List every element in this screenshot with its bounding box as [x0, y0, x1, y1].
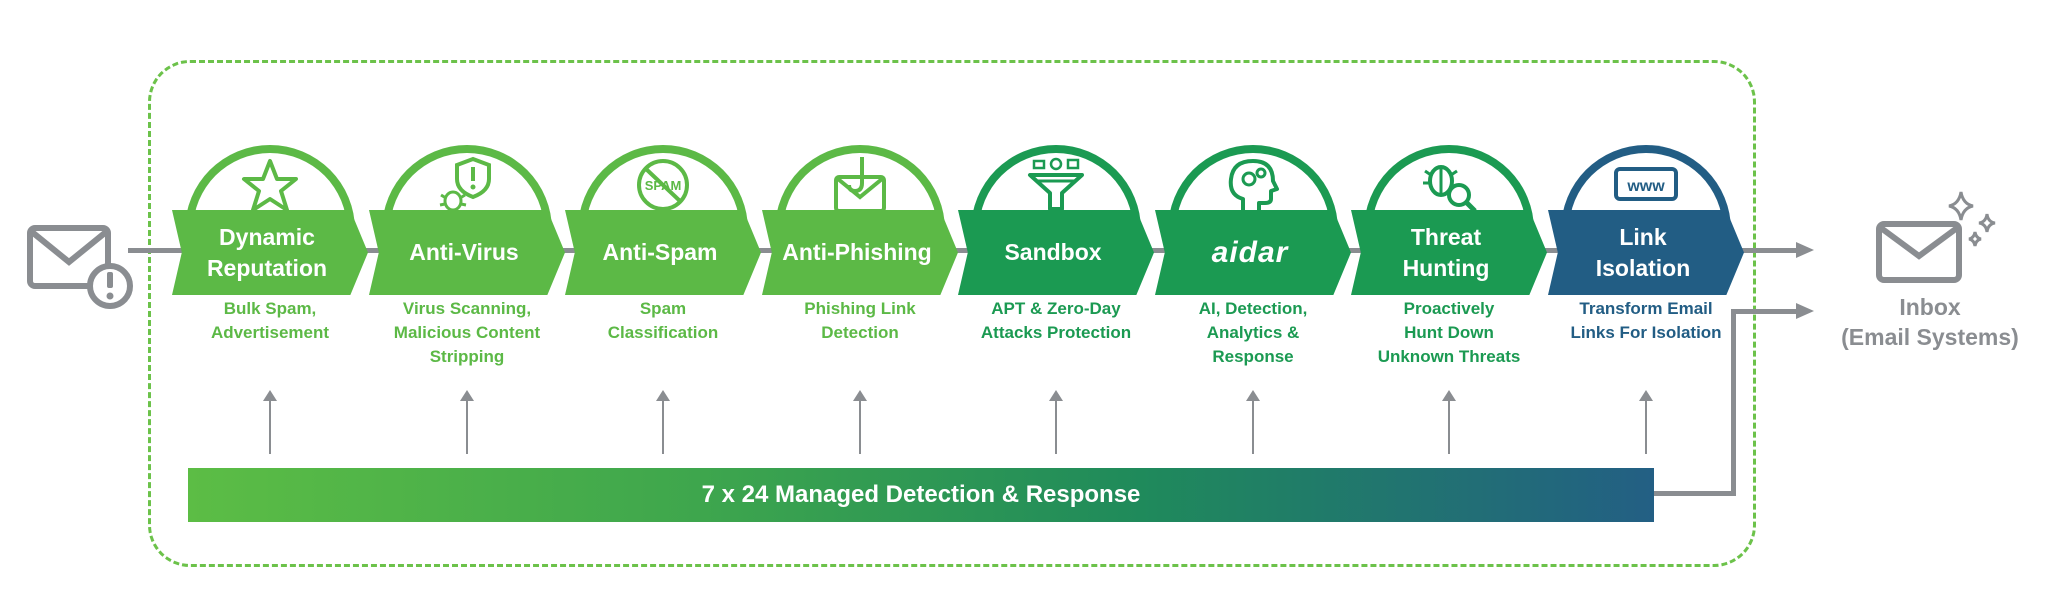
mdr-connector-arrowhead: [1796, 303, 1814, 319]
spam-stamp-icon: SPAM: [631, 155, 695, 215]
svg-text:SPAM: SPAM: [645, 178, 682, 193]
stage-name: Dynamic Reputation: [206, 223, 328, 281]
stage-chevron: Anti-Phishing: [762, 210, 958, 295]
stage-description: Virus Scanning, Malicious Content Stripp…: [393, 299, 541, 366]
stage-name: Sandbox: [1004, 239, 1102, 265]
stage-chevron: Dynamic Reputation: [172, 210, 368, 295]
inbox-mail-sparkle-icon: [1875, 188, 2005, 288]
mdr-feed-arrow: [460, 390, 474, 454]
stage-6: Threat Hunting: [1351, 145, 1547, 295]
phishing-hook-mail-icon: [828, 155, 892, 215]
stage-name: Anti-Virus: [409, 239, 519, 265]
svg-text:www: www: [1626, 178, 1665, 195]
stage-chevron: Link Isolation: [1548, 210, 1744, 295]
mdr-bar: 7 x 24 Managed Detection & Response: [188, 468, 1654, 522]
www-browser-icon: www: [1614, 155, 1678, 215]
flow-arrowhead: [1796, 242, 1814, 258]
bug-magnifier-icon: [1417, 155, 1481, 215]
mdr-connector-top: [1731, 309, 1799, 314]
stage-description: Spam Classification: [607, 299, 719, 342]
mdr-feed-arrow: [1442, 390, 1456, 454]
stage-0: Dynamic Reputation: [172, 145, 368, 295]
mail-alert-icon: [26, 222, 136, 312]
mdr-feed-arrow: [1246, 390, 1260, 454]
stage-description: Proactively Hunt Down Unknown Threats: [1377, 299, 1521, 366]
mdr-connector-horizontal: [1654, 491, 1736, 496]
stage-description: APT & Zero-Day Attacks Protection: [980, 299, 1132, 342]
stage-description: Bulk Spam, Advertisement: [210, 299, 330, 342]
stage-name: Anti-Spam: [602, 239, 718, 265]
inbox-label: Inbox (Email Systems): [1841, 294, 2019, 350]
stage-chevron: Sandbox: [958, 210, 1154, 295]
stage-chevron: Anti-Spam: [565, 210, 761, 295]
mdr-feed-arrow: [263, 390, 277, 454]
star-icon: [238, 155, 302, 215]
mdr-feed-arrow: [656, 390, 670, 454]
stage-chevron: aidar: [1155, 210, 1351, 295]
stage-3: Anti-Phishing: [762, 145, 958, 295]
flow-line: [128, 248, 1798, 253]
mdr-feed-arrow: [1639, 390, 1653, 454]
stage-5: aidar: [1155, 145, 1351, 295]
stage-name: Link Isolation: [1595, 223, 1691, 281]
funnel-icon: [1024, 155, 1088, 215]
stage-description: AI, Detection, Analytics & Response: [1198, 299, 1308, 366]
stage-chevron: Threat Hunting: [1351, 210, 1547, 295]
ai-head-gears-icon: [1221, 155, 1285, 215]
stage-name: Threat Hunting: [1402, 223, 1490, 281]
stage-description: Phishing Link Detection: [804, 299, 916, 342]
stage-name: Anti-Phishing: [782, 239, 932, 265]
mdr-label: 7 x 24 Managed Detection & Response: [701, 481, 1141, 508]
mdr-feed-arrow: [1049, 390, 1063, 454]
bug-shield-icon: [435, 155, 499, 215]
stage-name: aidar: [1211, 236, 1289, 269]
stage-2: SPAM Anti-Spam: [565, 145, 761, 295]
mdr-connector-vertical: [1731, 309, 1736, 496]
stage-chevron: Anti-Virus: [369, 210, 565, 295]
stage-4: Sandbox: [958, 145, 1154, 295]
stage-description: Transform Email Links For Isolation: [1570, 299, 1722, 342]
stage-1: Anti-Virus: [369, 145, 565, 295]
mdr-feed-arrow: [853, 390, 867, 454]
